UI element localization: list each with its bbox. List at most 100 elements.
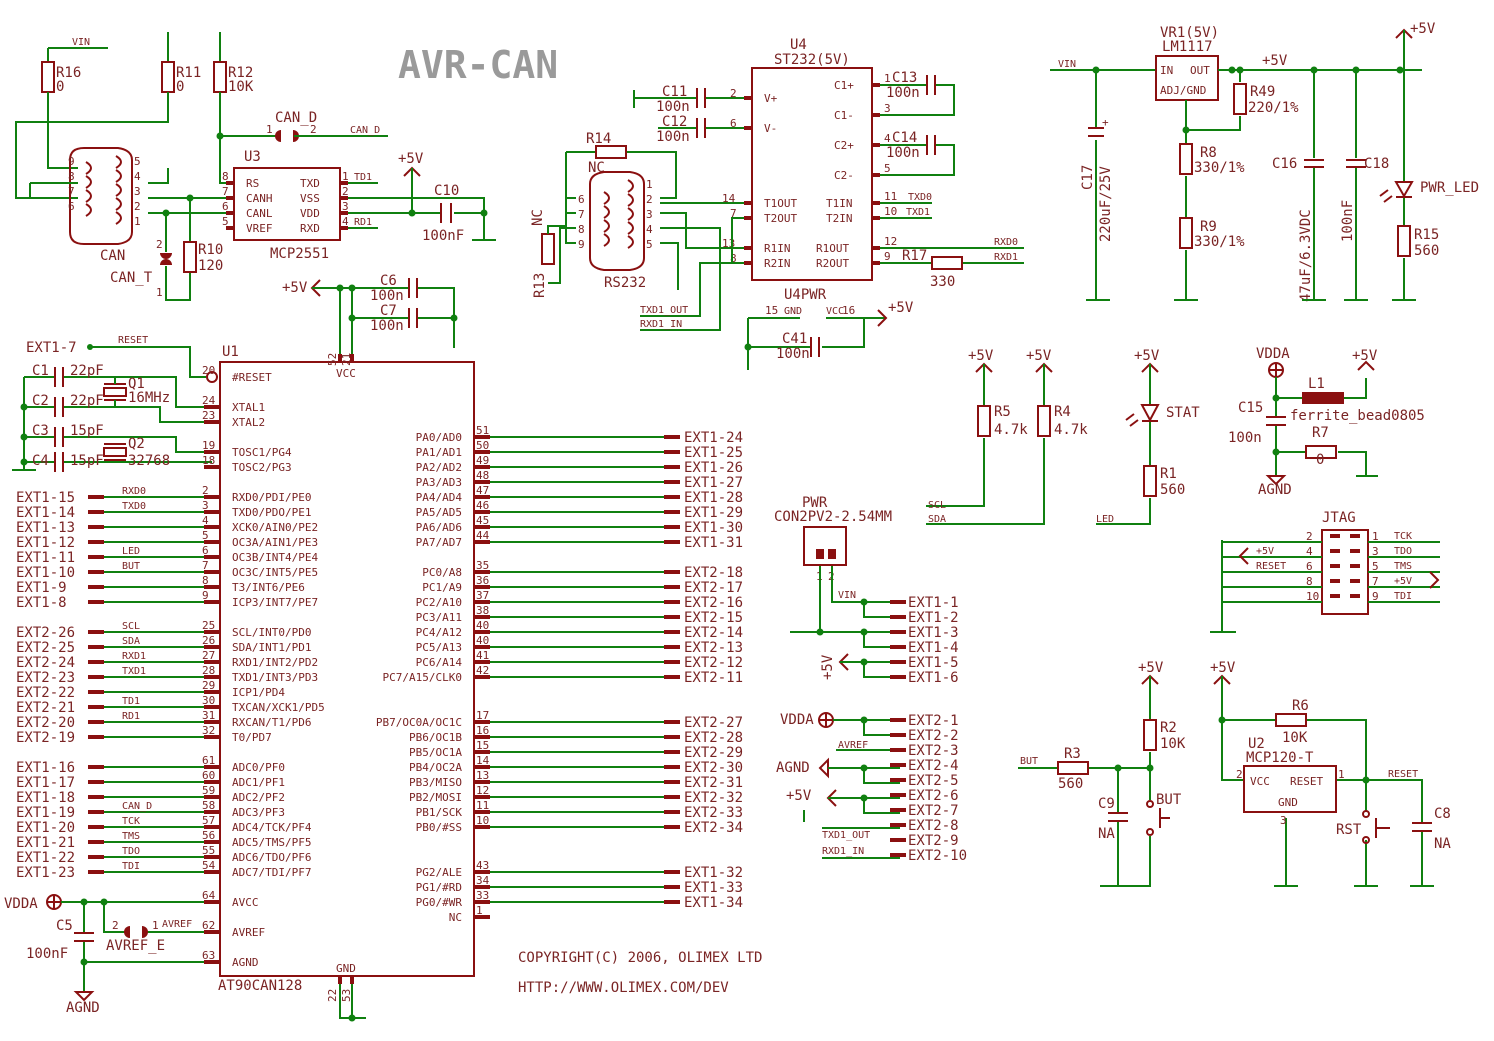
- mcu-ext-label: EXT2-13: [684, 640, 743, 656]
- u3-pin-canl: CANL: [246, 207, 273, 220]
- website-url: HTTP://WWW.OLIMEX.COM/DEV: [518, 980, 729, 996]
- mcu-ext-label: EXT1-11: [16, 550, 75, 566]
- u3-pin-rs: RS: [246, 177, 259, 190]
- q1-label: Q1: [128, 376, 145, 392]
- mcu-pin-name: ADC6/TDO/PF6: [232, 851, 311, 864]
- ext2-connector-pin: EXT2-7: [890, 803, 959, 819]
- db9-pin-6: 6: [68, 200, 75, 213]
- crystal-q1: [103, 387, 127, 397]
- c5-label: C5: [56, 918, 73, 934]
- mcu-ext-label: EXT1-28: [684, 490, 743, 506]
- mcu-ext-label: EXT2-19: [16, 730, 75, 746]
- svg-text:8: 8: [730, 252, 737, 265]
- resistor-r1: [1143, 465, 1157, 497]
- mcu-pin-name: TOSC1/PG4: [232, 446, 292, 459]
- r49-value: 220/1%: [1248, 100, 1299, 116]
- resistor-r10: [183, 241, 197, 273]
- r6-label: R6: [1292, 698, 1309, 714]
- r7-label: R7: [1312, 425, 1329, 441]
- ext1-label: EXT1-6: [908, 670, 959, 686]
- mcu-pin-number: 37: [476, 589, 489, 602]
- c5-value: 100nF: [26, 946, 68, 962]
- svg-text:7: 7: [578, 208, 585, 221]
- mcu-pin-number: 1: [476, 904, 483, 917]
- mcu-pin-number: 56: [202, 829, 215, 842]
- mcu-ext-label: EXT1-12: [16, 535, 75, 551]
- mcu-pin-name: OC3C/INT5/PE5: [232, 566, 318, 579]
- mcu-pin-number: 28: [202, 664, 215, 677]
- resistor-r4: [1037, 405, 1051, 437]
- mcu-pin-name: PA6/AD6: [416, 521, 462, 534]
- mcu-ext-label: EXT1-19: [16, 805, 75, 821]
- mcu-pin-number: 40: [476, 634, 489, 647]
- svg-text:4: 4: [342, 215, 349, 228]
- mcu-pin-name: PC1/A9: [422, 581, 462, 594]
- u4-pin-t2in: T2IN: [826, 212, 853, 225]
- mcu-ext-label: EXT2-26: [16, 625, 75, 641]
- mcu-net-label: BUT: [122, 561, 140, 572]
- r13-nc: NC: [530, 209, 546, 226]
- c18-label: C18: [1364, 156, 1389, 172]
- ext2-txd1-out-net: TXD1_OUT: [822, 830, 870, 841]
- u4pwr-label: U4PWR: [784, 287, 827, 303]
- resistor-r9: [1179, 217, 1193, 249]
- jtag-right-net: TCK: [1394, 531, 1412, 542]
- mcu-pin-name: OC3A/AIN1/PE3: [232, 536, 318, 549]
- reg-5v-label: +5V: [1262, 53, 1288, 69]
- mcu-pin-name: RXCAN/T1/PD6: [232, 716, 311, 729]
- mcu-pin-number: 55: [202, 844, 215, 857]
- mcu-pin-number: 58: [202, 799, 215, 812]
- ext1-connector-pin: EXT1-5: [890, 655, 959, 671]
- svg-text:52: 52: [326, 353, 339, 366]
- mcu-pin-name: ADC2/PF2: [232, 791, 285, 804]
- r16-value: 0: [56, 79, 64, 95]
- mcu-pin-number: 47: [476, 484, 489, 497]
- stat-5v-label: +5V: [1134, 348, 1160, 364]
- u3-part: MCP2551: [270, 246, 329, 262]
- jtag-right-number: 5: [1372, 560, 1379, 573]
- vr1-label: VR1(5V): [1160, 25, 1219, 41]
- r17-label: R17: [902, 248, 927, 264]
- rst-5v-label: +5V: [1210, 660, 1236, 676]
- mcu-ext-label: EXT2-23: [16, 670, 75, 686]
- c41-value: 100n: [776, 346, 810, 362]
- mcu-pin-name: ADC3/PF3: [232, 806, 285, 819]
- net-label-scl: SCL: [928, 500, 946, 511]
- c8-value: NA: [1434, 836, 1451, 852]
- ext1-label: EXT1-1: [908, 595, 959, 611]
- mcu-pin-number: 5: [202, 529, 209, 542]
- svg-text:21: 21: [340, 353, 353, 366]
- pwr-connector: PWR CON2PV2-2.54MM 1 2 VIN +5V EXT1-1EXT…: [774, 495, 959, 686]
- mcu-pin-number: 30: [202, 694, 215, 707]
- mcu-pin-name: PC7/A15/CLK0: [383, 671, 462, 684]
- rst-switch-label: RST: [1336, 822, 1362, 838]
- mcu-ext-label: EXT1-26: [684, 460, 743, 476]
- u2-pin-reset: RESET: [1290, 775, 1323, 788]
- r8-value: 330/1%: [1194, 160, 1245, 176]
- jtag-right-number: 9: [1372, 590, 1379, 603]
- mcu-ext-label: EXT1-17: [16, 775, 75, 791]
- svg-text:6: 6: [730, 117, 737, 130]
- mcu-pin-name: T3/INT6/PE6: [232, 581, 305, 594]
- mcu-pin-name: PB5/OC1A: [409, 746, 462, 759]
- mcu-pin-number: 11: [476, 799, 489, 812]
- mcu-pin-name: PB1/SCK: [416, 806, 463, 819]
- u4pwr-5v-label: +5V: [888, 300, 914, 316]
- mcu-ext-label: EXT2-15: [684, 610, 743, 626]
- jtag-right-number: 7: [1372, 575, 1379, 588]
- mcu-ext-label: EXT1-23: [16, 865, 75, 881]
- pwr-conn-label: PWR: [802, 495, 828, 511]
